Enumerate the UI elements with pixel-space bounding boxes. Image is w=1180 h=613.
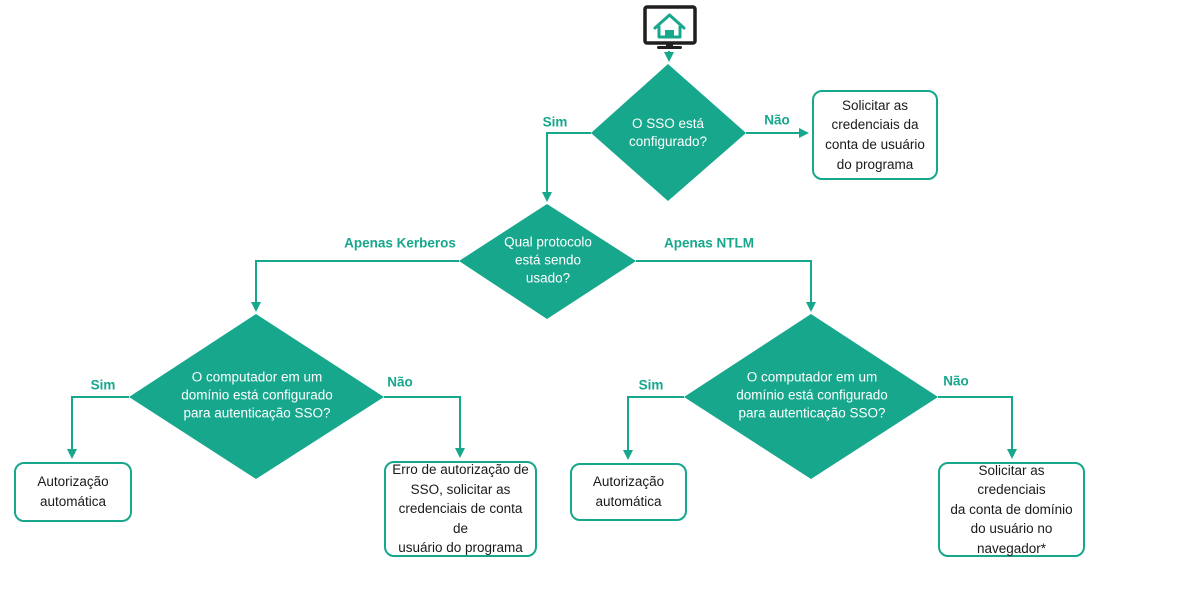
result-program-credentials: Solicitar as credenciais da conta de usu… [812,90,938,180]
decision-ntlm-domain-label: O computador em um domínio está configur… [736,369,888,422]
edge-label-protocol-ntlm: Apenas NTLM [663,235,755,251]
connector-kerberos-no [384,396,465,458]
edge-label-ntlm-yes: Sim [638,377,664,393]
decision-ntlm-domain [684,314,938,479]
start-monitor-home-icon [643,5,697,49]
edge-label-kerberos-yes: Sim [90,377,116,393]
edge-label-sso-no: Não [764,112,790,128]
connector-protocol-kerberos [251,260,459,312]
decision-protocol [459,204,636,319]
edge-label-kerberos-no: Não [387,374,413,390]
decision-kerberos-domain-label: O computador em um domínio está configur… [181,369,333,422]
edge-label-ntlm-no: Não [943,373,969,389]
connector-protocol-ntlm [636,260,816,312]
decision-sso-configured-label: O SSO está configurado? [628,115,708,149]
connector-ntlm-no [938,396,1017,459]
connector-ntlm-yes [623,396,684,460]
result-auto-auth-ntlm: Autorização automática [570,463,687,521]
decision-sso-configured [591,64,746,201]
decision-protocol-label: Qual protocolo está sendo usado? [504,234,592,287]
decision-kerberos-domain [129,314,384,479]
connector-sso-yes [542,132,591,202]
result-sso-error: Erro de autorização de SSO, solicitar as… [384,461,537,557]
result-auto-auth-kerberos: Autorização automática [14,462,132,522]
connector-kerberos-yes [67,396,129,459]
edge-label-protocol-kerberos: Apenas Kerberos [344,235,456,251]
edge-label-sso-yes: Sim [542,114,568,130]
result-browser-credentials: Solicitar as credenciais da conta de dom… [938,462,1085,557]
